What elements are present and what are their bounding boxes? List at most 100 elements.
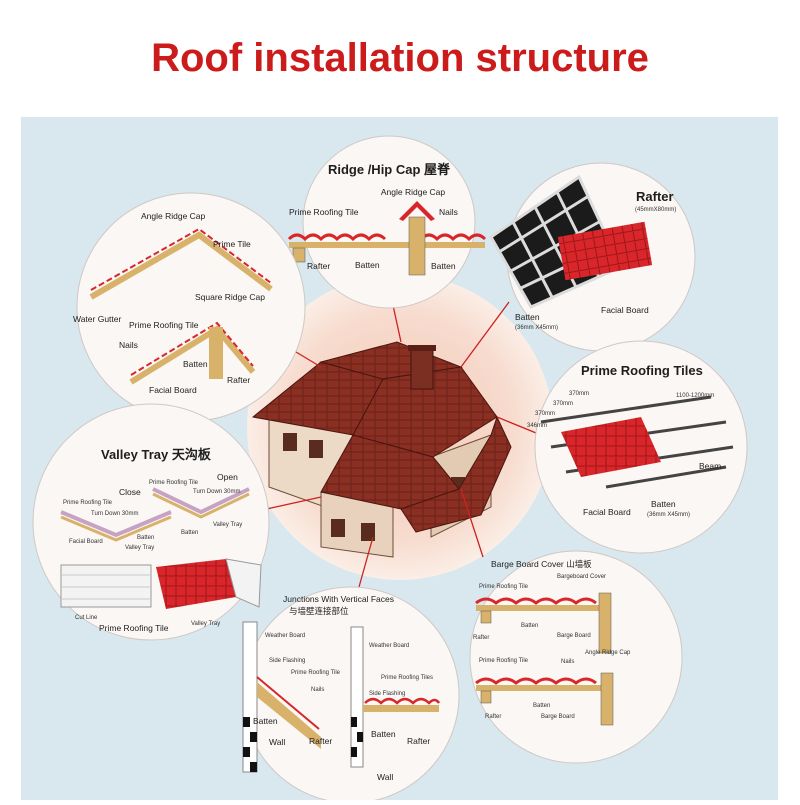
prime-label: 370mm [535, 411, 555, 417]
angle-label: Angle Ridge Cap [141, 211, 206, 221]
ridge-post [408, 216, 426, 276]
tile-strip [419, 233, 487, 242]
rafter-label: (36mm X45mm) [515, 325, 558, 331]
valley-label: Turn Down 30mm [193, 489, 240, 495]
arrow [358, 536, 374, 588]
valley-label: Close [119, 487, 141, 497]
roof-profile [89, 231, 273, 300]
rafter-label: (45mmX80mm) [635, 207, 676, 213]
window [331, 519, 345, 537]
prime-label: 346mm [527, 423, 547, 429]
panel-barge-board-cover: Barge Board Cover 山墙板 Prime Roofing Tile… [469, 550, 683, 764]
prime-label: Facial Board [583, 507, 631, 517]
panel-title: Prime Roofing Tiles [581, 363, 703, 378]
tile-profile [90, 227, 272, 291]
barge-board [600, 672, 614, 726]
barge-label: Rafter [485, 714, 501, 720]
rafter-block [480, 610, 492, 624]
barge-label: Angle Ridge Cap [585, 650, 631, 656]
junction-label: Wall [269, 737, 285, 747]
panel-title: Junctions With Vertical Faces [283, 594, 394, 604]
junction-label: Wall [377, 772, 393, 782]
valley-label: Prime Roofing Tile [63, 500, 113, 506]
panel-title: Ridge /Hip Cap 屋脊 [328, 162, 451, 177]
junction-label: Weather Board [265, 633, 305, 639]
chimney [410, 348, 434, 390]
rafter-label: Batten [515, 312, 540, 322]
valley-label: Prime Roofing Tile [99, 623, 169, 633]
angle-label: Rafter [227, 375, 250, 385]
ridge-label: Angle Ridge Cap [381, 187, 446, 197]
batten-bar [476, 605, 606, 611]
panel-junctions-vertical-faces: Junctions With Vertical Faces 与墙壁连接部位 We… [242, 586, 460, 804]
tile-strip [475, 597, 597, 605]
tile-strip [475, 677, 597, 685]
rafter-label: Facial Board [601, 305, 649, 315]
window [309, 440, 323, 458]
panel-rafter-batten: Rafter (45mmX80mm) Batten (36mm X45mm) F… [489, 162, 696, 352]
window [283, 433, 297, 451]
batten-bar [289, 242, 485, 248]
junction-label: Prime Roofing Tiles [381, 675, 433, 681]
arrow [460, 301, 510, 368]
valley-label: Batten [137, 535, 154, 541]
valley-label: Cut Line [75, 615, 98, 621]
barge-label: Batten [521, 623, 538, 629]
prime-label: 1100-1200mm [676, 393, 714, 399]
barge-label: Barge Board [541, 714, 575, 720]
barge-label: Barge Board [557, 633, 591, 639]
panel-prime-roofing-tiles: Prime Roofing Tiles 370mm 370mm 370mm 34… [527, 340, 748, 554]
valley-label: Facial Board [69, 539, 103, 545]
roof-diagram: Ridge /Hip Cap 屋脊 Angle Ridge Cap Prime … [21, 117, 778, 804]
junction-label: Batten [253, 716, 278, 726]
arrow [460, 488, 484, 558]
ridge-label: Batten [431, 261, 456, 271]
angle-label: Batten [183, 359, 208, 369]
junction-label: Side Flashing [269, 658, 305, 664]
panel-circle [302, 135, 476, 309]
prime-label: 370mm [553, 401, 573, 407]
wall [350, 626, 364, 768]
prime-label: 370mm [569, 391, 589, 397]
junction-label: Nails [311, 687, 324, 693]
panel-title: Barge Board Cover 山墙板 [491, 559, 592, 569]
roof-hip [352, 366, 498, 458]
valley-label: Valley Tray [125, 545, 154, 551]
panel-valley-tray: Valley Tray 天沟板 Close Open Prime Roofing… [32, 403, 270, 641]
wall-blocks [351, 717, 363, 757]
rafter-block [480, 690, 492, 704]
prime-label: Batten [651, 499, 676, 509]
post [209, 327, 223, 379]
panel-angle-ridge-cap: Angle Ridge Cap Prime Tile Water Gutter … [73, 192, 306, 422]
wall-blocks [243, 717, 257, 772]
valley-label: Batten [181, 530, 198, 536]
valley-profile [152, 487, 250, 515]
rafter-beam [257, 682, 321, 749]
tile-profile [130, 321, 254, 376]
batten-bar [476, 685, 606, 691]
panel-subtitle: 与墙壁连接部位 [289, 606, 349, 616]
junction-label: Prime Roofing Tile [291, 670, 341, 676]
angle-label: Square Ridge Cap [195, 292, 265, 302]
angle-label: Water Gutter [73, 314, 122, 324]
barge-label: Bargeboard Cover [557, 574, 606, 580]
ridge-label: Nails [439, 207, 458, 217]
barge-label: Prime Roofing Tile [479, 584, 529, 590]
batten-bar [363, 705, 439, 712]
window [361, 523, 375, 541]
junction-label: Rafter [309, 736, 332, 746]
angle-label: Nails [119, 340, 138, 350]
ridge-cap-shape [399, 201, 435, 221]
valley-label: Prime Roofing Tile [149, 480, 199, 486]
ridge-label: Batten [355, 260, 380, 270]
junction-label: Side Flashing [369, 691, 405, 697]
angle-label: Prime Tile [213, 239, 251, 249]
ridge-label: Prime Roofing Tile [289, 207, 359, 217]
arrow [496, 416, 542, 436]
angle-label: Prime Roofing Tile [129, 320, 199, 330]
tile-line [256, 676, 320, 730]
angle-label: Facial Board [149, 385, 197, 395]
central-house [247, 274, 553, 580]
prime-label: (36mm X45mm) [647, 512, 690, 518]
tile-strip [364, 697, 441, 705]
